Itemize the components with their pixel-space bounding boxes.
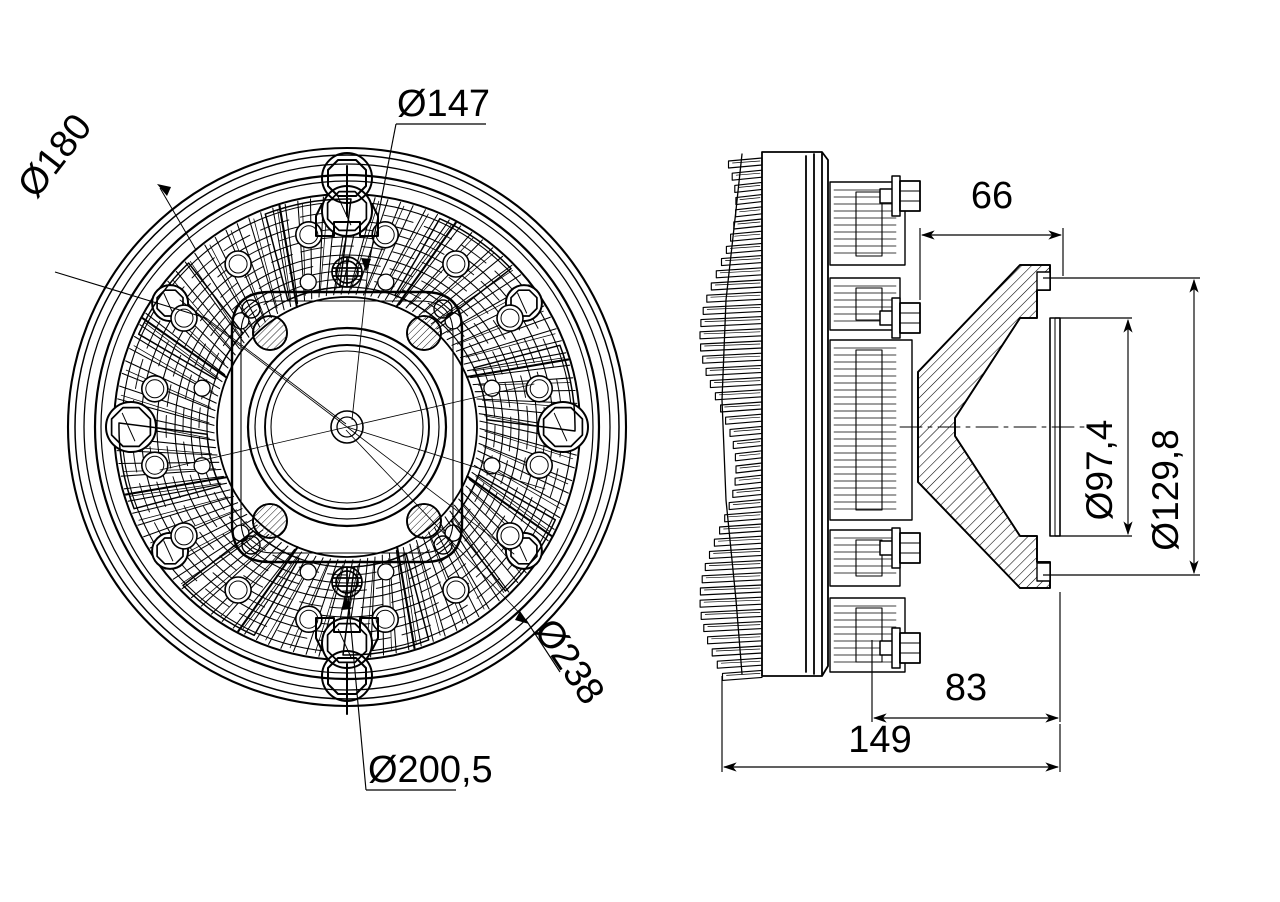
dim-value-66: 66 — [971, 175, 1013, 217]
dim-leader-180 — [54, 184, 347, 425]
hub-threaded-holes — [331, 256, 363, 598]
dim-value-238: Ø238 — [526, 612, 613, 713]
dim-value-149: 149 — [848, 719, 911, 761]
front-view-geometry — [66, 146, 628, 715]
dim-leader-238 — [345, 429, 561, 673]
dim-129-8 — [1043, 277, 1200, 576]
dim-value-129-8: Ø129,8 — [1145, 429, 1186, 550]
hub-bolt-holes — [252, 315, 442, 539]
dim-value-180: Ø180 — [10, 106, 100, 205]
dim-value-200-5: Ø200,5 — [368, 749, 493, 791]
dim-value-97-4: Ø97,4 — [1079, 420, 1120, 521]
bottom-boss — [315, 617, 379, 715]
dim-value-147: Ø147 — [397, 83, 490, 125]
side-section-view-geometry — [699, 151, 1091, 681]
conical-hub — [917, 264, 1061, 589]
dim-149 — [721, 676, 1061, 772]
dim-97-4 — [1055, 317, 1133, 537]
dim-leader-147 — [351, 123, 486, 421]
dim-66 — [919, 228, 1064, 300]
dim-83 — [871, 592, 1061, 723]
top-boss — [315, 152, 379, 237]
dim-value-83: 83 — [945, 667, 987, 709]
dim-leader-200-5 — [341, 595, 456, 791]
